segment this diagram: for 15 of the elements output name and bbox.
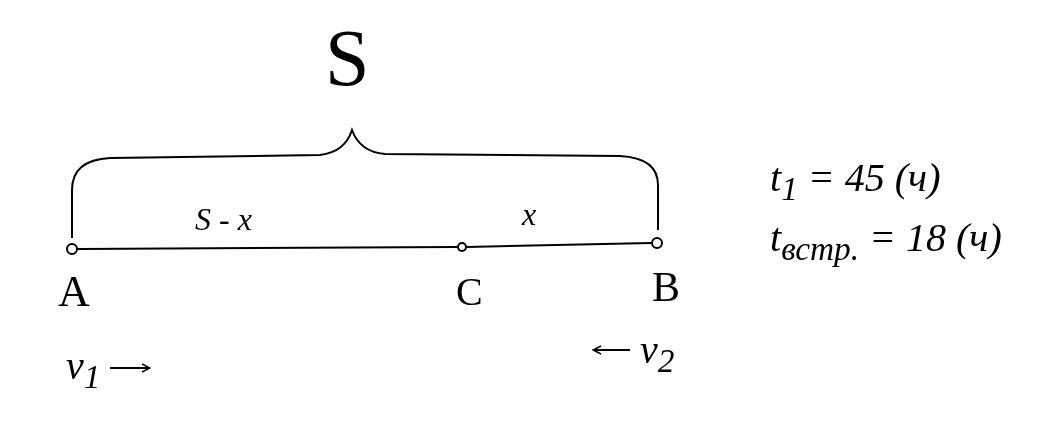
point-marker xyxy=(651,237,663,249)
distance-label: S xyxy=(325,18,370,98)
point-label: C xyxy=(456,272,483,312)
point-label: A xyxy=(58,270,90,314)
segment-label: S - x xyxy=(195,203,252,235)
point-label: B xyxy=(652,266,680,308)
segment-label: x xyxy=(522,198,537,230)
time-value: t$_{встр.}$ = 18 (ч) xyxy=(770,218,1002,266)
line-segment xyxy=(77,246,458,250)
line-segment xyxy=(466,242,652,248)
speed-label: v$_{2}$ xyxy=(640,330,675,378)
speed-label: v$_{1}$ xyxy=(66,346,101,394)
point-marker xyxy=(66,243,78,255)
time-value: t$_{1}$ = 45 (ч) xyxy=(770,158,941,206)
point-marker xyxy=(457,242,467,252)
